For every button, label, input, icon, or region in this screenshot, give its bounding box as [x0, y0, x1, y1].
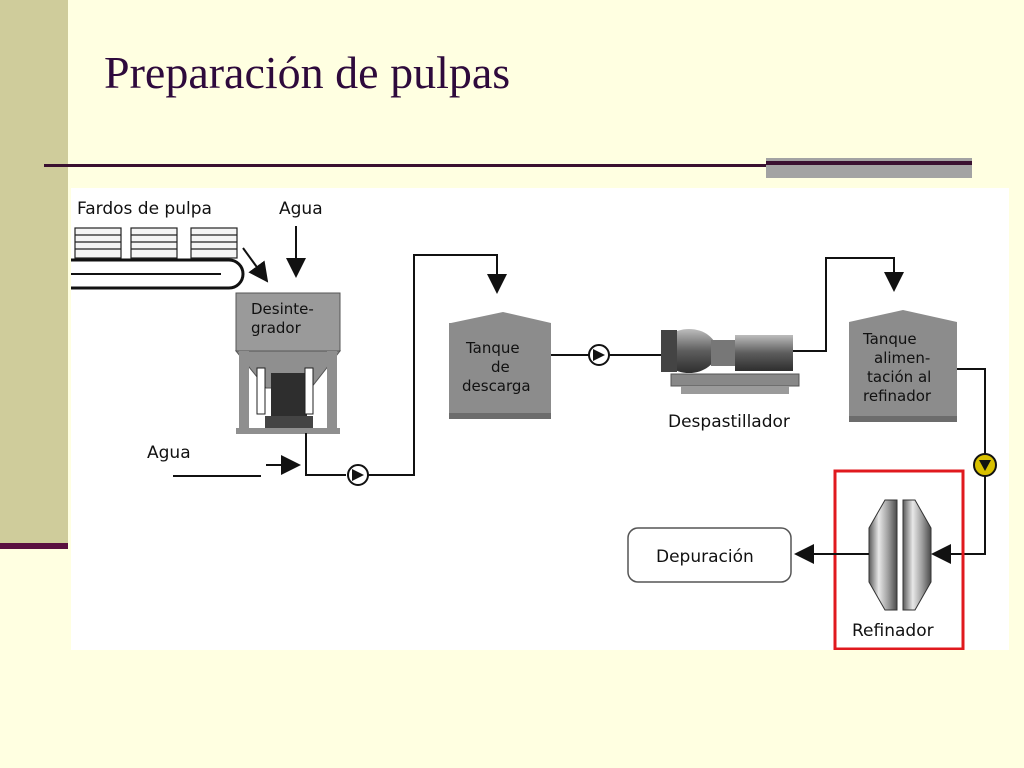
depuracion-box: [627, 527, 792, 583]
fardos-label: Fardos de pulpa: [77, 199, 212, 219]
desintegrador-label-1: Desinte-: [251, 300, 314, 318]
bales-feed-arrow: [242, 247, 269, 283]
tanque-alim-label-2: alimen-: [874, 349, 930, 367]
refinador-label: Refinador: [852, 621, 934, 641]
tanque-descarga-label-1: Tanque: [465, 339, 520, 357]
pipe-desint-out: [305, 433, 346, 476]
tanque-descarga: [449, 312, 551, 419]
pump-2: [588, 344, 610, 366]
refinador-highlight-box: [833, 469, 965, 650]
diagram-panel-right: [964, 188, 1009, 650]
slide-title: Preparación de pulpas: [104, 47, 511, 98]
pipe-tanque-alim-out: [957, 368, 986, 454]
tanque-alim-label-3: tación al: [867, 368, 931, 386]
pump-1: [347, 464, 369, 486]
left-decor-cap: [0, 543, 68, 549]
depuracion-label: Depuración: [656, 547, 754, 567]
tanque-alim-label-1: Tanque: [862, 330, 917, 348]
despastillador-label: Despastillador: [668, 412, 790, 432]
tanque-descarga-label-2: de: [491, 358, 510, 376]
pump-valve-3: [973, 453, 997, 477]
tanque-descarga-label-3: descarga: [462, 377, 531, 395]
refinador: [868, 499, 932, 611]
agua-bottom-label: Agua: [147, 443, 191, 463]
tanque-alim-label-4: refinador: [863, 387, 932, 405]
pipe-to-tanque-alim: [793, 257, 904, 352]
title-rule: [44, 164, 766, 167]
left-decor-band: [0, 0, 68, 545]
pipe-to-refinador: [931, 476, 986, 564]
pulp-prep-diagram: Fardos de pulpa Agua Desinte- grador Agu…: [71, 188, 1009, 650]
agua-top-label: Agua: [279, 199, 323, 219]
despastillador: [661, 329, 800, 394]
pulp-bales: [74, 227, 238, 259]
diagram-panel-bottom: [71, 433, 1009, 650]
desintegrador: [234, 292, 342, 434]
tanque-alimentacion: [849, 310, 957, 422]
desintegrador-label-2: grador: [251, 319, 302, 337]
title-rule-accent-line: [766, 161, 972, 165]
pipe-to-tanque-descarga: [368, 254, 507, 476]
